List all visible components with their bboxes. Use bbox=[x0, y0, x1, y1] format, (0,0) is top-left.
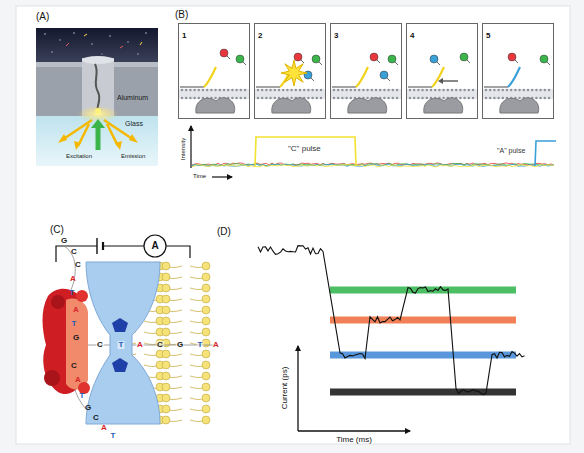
step-box: 1 bbox=[178, 23, 250, 119]
base-letter: C bbox=[71, 248, 77, 256]
base-letter: G bbox=[61, 237, 67, 245]
base-letter: A bbox=[136, 341, 144, 349]
step-number: 1 bbox=[179, 30, 186, 40]
panel-label: (C) bbox=[50, 225, 64, 235]
nanopore-illustration bbox=[43, 235, 215, 424]
base-letter: T bbox=[80, 392, 85, 400]
panel-label: (B) bbox=[175, 10, 188, 20]
base-letter: G bbox=[176, 341, 184, 349]
part-label: Excitation bbox=[66, 153, 92, 159]
axis-label: Current (ps) bbox=[281, 367, 289, 410]
step-number: 3 bbox=[331, 30, 338, 40]
intensity-trace bbox=[191, 126, 556, 177]
base-letter: A bbox=[70, 275, 76, 283]
base-letter: C bbox=[93, 414, 99, 422]
panel-label: (A) bbox=[36, 12, 49, 22]
step-number: 4 bbox=[407, 30, 414, 40]
base-letter: C bbox=[156, 341, 164, 349]
axis-label: Intensity bbox=[180, 138, 186, 160]
base-letter: T bbox=[118, 341, 125, 349]
part-label: Emission bbox=[121, 153, 145, 159]
base-letter: A bbox=[75, 376, 81, 384]
smrt-steps-illustration bbox=[179, 24, 553, 118]
base-letter: G bbox=[85, 404, 91, 412]
base-letter: C bbox=[96, 341, 104, 349]
part-label: Aluminum bbox=[117, 94, 148, 101]
step-number: 5 bbox=[483, 30, 490, 40]
base-letter: G bbox=[73, 334, 79, 342]
step-box: 4 bbox=[406, 23, 478, 119]
ammeter-symbol: A bbox=[151, 241, 158, 251]
base-letter: C bbox=[71, 362, 77, 370]
step-box: 3 bbox=[330, 23, 402, 119]
part-label: Glass bbox=[125, 120, 143, 127]
step-number: 2 bbox=[255, 30, 262, 40]
base-letter: C bbox=[75, 261, 81, 269]
step-box: 5 bbox=[482, 23, 554, 119]
base-letter: T bbox=[197, 341, 204, 349]
zmw-illustration bbox=[36, 28, 158, 166]
current-trace bbox=[258, 246, 525, 431]
base-letter: A bbox=[73, 306, 79, 314]
base-letter: T bbox=[72, 320, 77, 328]
pulse-label: "A" pulse bbox=[497, 147, 525, 154]
axis-label: Time bbox=[193, 173, 206, 179]
base-letter: A bbox=[101, 424, 107, 432]
base-letter: A bbox=[212, 341, 220, 349]
pulse-label: "C" pulse bbox=[288, 145, 321, 153]
step-box: 2 bbox=[254, 23, 326, 119]
axis-label: Time (ms) bbox=[336, 436, 372, 444]
base-letter: T bbox=[70, 289, 75, 297]
base-letter: T bbox=[111, 432, 116, 440]
panel-label: (D) bbox=[217, 227, 231, 237]
